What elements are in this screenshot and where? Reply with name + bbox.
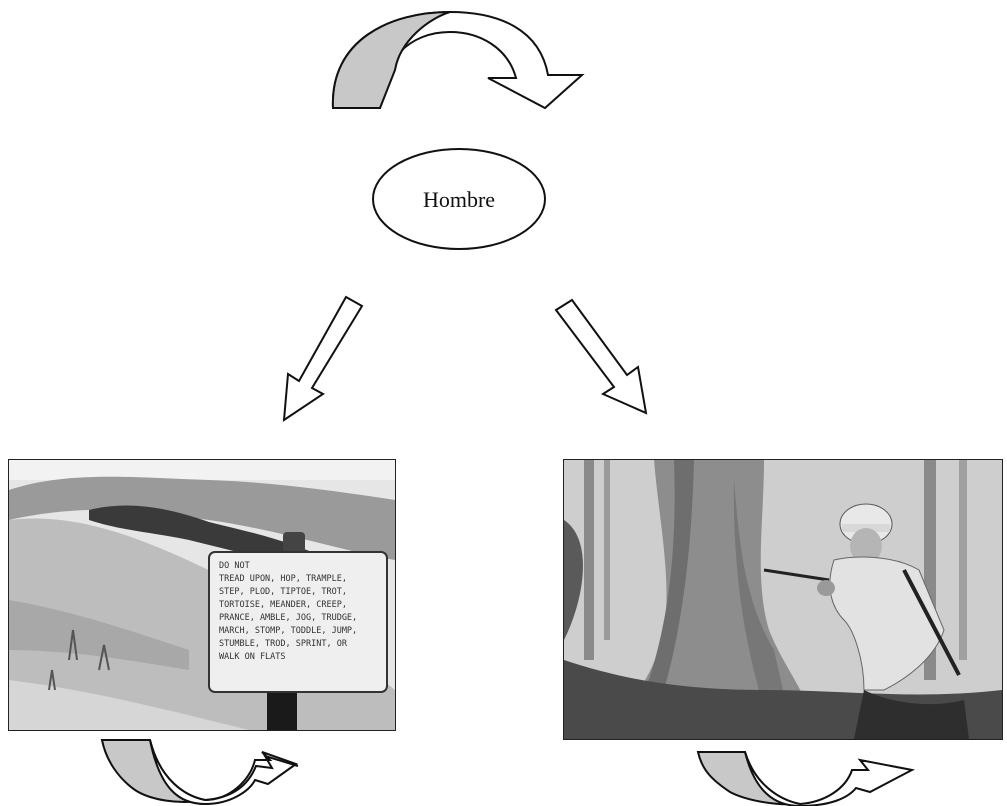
logger-photo: [563, 459, 1003, 740]
svg-text:STEP, PLOD, TIPTOE, TROT,: STEP, PLOD, TIPTOE, TROT,: [219, 587, 347, 597]
svg-text:STUMBLE, TROD, SPRINT, OR: STUMBLE, TROD, SPRINT, OR: [219, 639, 348, 649]
hombre-node: [372, 148, 546, 250]
svg-text:MARCH, STOMP, TODDLE, JUMP,: MARCH, STOMP, TODDLE, JUMP,: [219, 626, 357, 636]
bottom-left-cycle-arrow: [100, 739, 299, 806]
arrow-to-left-image: [282, 295, 364, 422]
hiking-sign-photo: DO NOT TREAD UPON, HOP, TRAMPLE, STEP, P…: [8, 459, 396, 731]
meadow-image: DO NOT TREAD UPON, HOP, TRAMPLE, STEP, P…: [9, 460, 395, 730]
svg-text:DO NOT: DO NOT: [219, 561, 250, 571]
hombre-label: Hombre: [422, 187, 496, 212]
svg-text:TREAD UPON, HOP, TRAMPLE,: TREAD UPON, HOP, TRAMPLE,: [219, 574, 347, 584]
sign-text: DO NOT TREAD UPON, HOP, TRAMPLE, STEP, P…: [219, 561, 357, 662]
svg-text:WALK ON FLATS: WALK ON FLATS: [219, 652, 286, 662]
svg-text:TORTOISE, MEANDER, CREEP,: TORTOISE, MEANDER, CREEP,: [219, 600, 347, 610]
arrow-to-right-image: [554, 298, 648, 415]
top-cycle-arrow: [331, 10, 585, 110]
bottom-right-cycle-arrow: [696, 751, 915, 806]
svg-text:PRANCE, AMBLE, JOG, TRUDGE,: PRANCE, AMBLE, JOG, TRUDGE,: [219, 613, 357, 623]
forest-image: [564, 460, 1002, 739]
